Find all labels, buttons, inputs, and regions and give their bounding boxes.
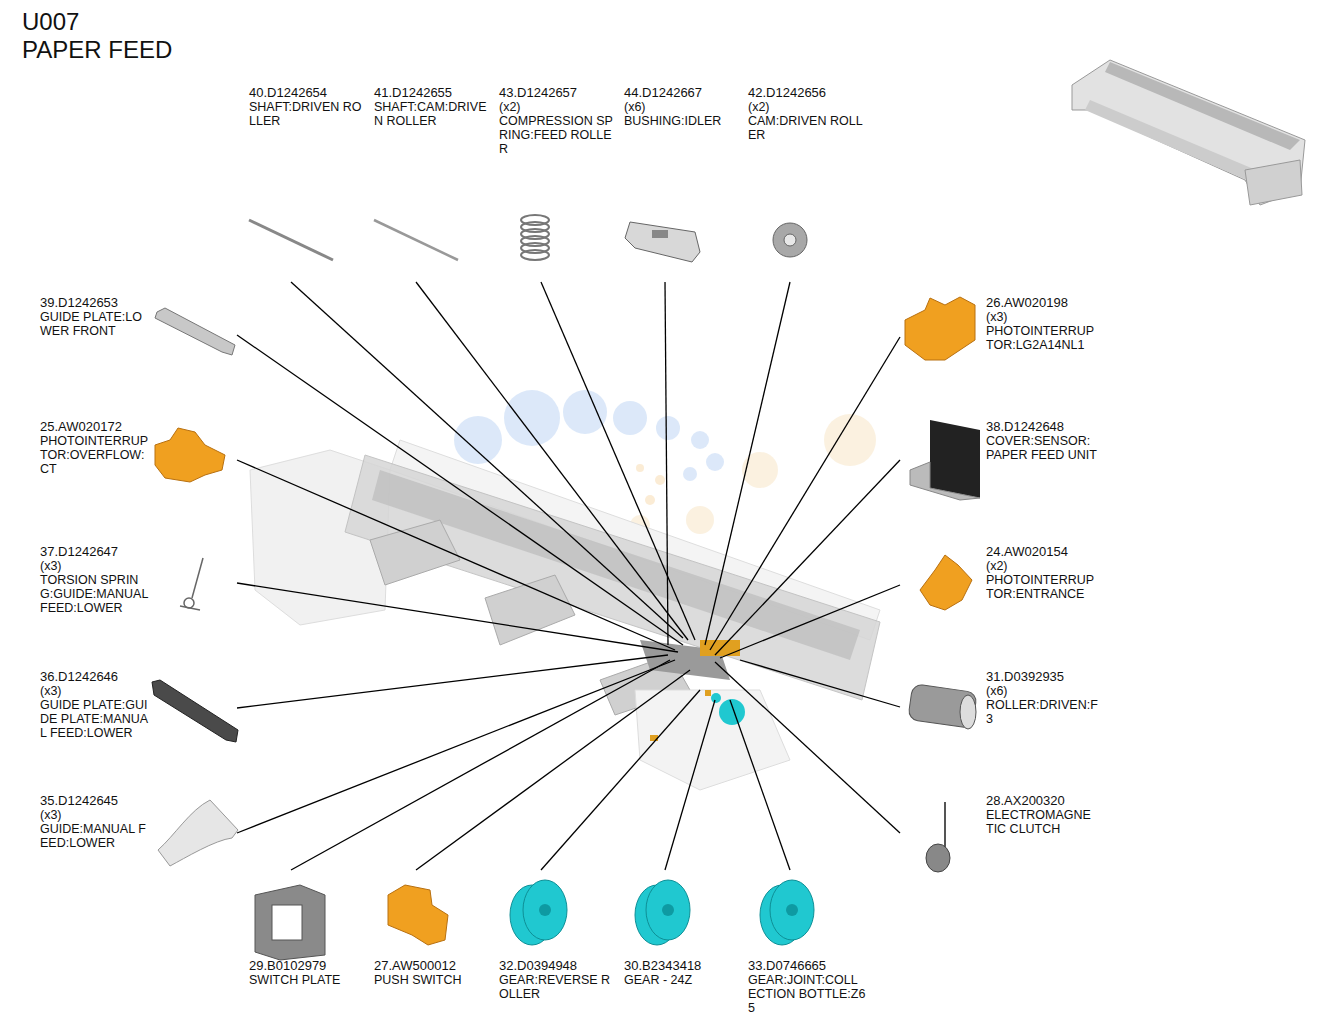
diagram-subtitle: PAPER FEED xyxy=(22,36,222,64)
part-description: (x3) xyxy=(40,559,150,573)
part-callout: 44.D1242667(x6)BUSHING:IDLER xyxy=(624,85,742,128)
part-callout: 42.D1242656(x2)CAM:DRIVEN ROLLER xyxy=(748,85,866,142)
part-number: 26.AW020198 xyxy=(986,295,1098,310)
diagram-title: U007 xyxy=(22,8,79,36)
part-description: GEAR:JOINT:COLLECTION BOTTLE:Z65 xyxy=(748,973,866,1015)
part-number: 37.D1242647 xyxy=(40,544,150,559)
part-description: PHOTOINTERRUPTOR:OVERFLOW:CT xyxy=(40,434,150,476)
part-number: 27.AW500012 xyxy=(374,958,492,973)
part-description: (x2) xyxy=(748,100,866,114)
part-callout: 33.D0746665GEAR:JOINT:COLLECTION BOTTLE:… xyxy=(748,958,866,1015)
part-callout: 36.D1242646(x3)GUIDE PLATE:GUIDE PLATE:M… xyxy=(40,669,150,740)
part-description: COVER:SENSOR:PAPER FEED UNIT xyxy=(986,434,1098,462)
part-number: 36.D1242646 xyxy=(40,669,150,684)
part-callout: 29.B0102979SWITCH PLATE xyxy=(249,958,367,987)
part-number: 42.D1242656 xyxy=(748,85,866,100)
part-callout: 25.AW020172PHOTOINTERRUPTOR:OVERFLOW:CT xyxy=(40,419,150,476)
part-number: 39.D1242653 xyxy=(40,295,150,310)
part-description: ELECTROMAGNETIC CLUTCH xyxy=(986,808,1098,836)
part-callout: 43.D1242657(x2)COMPRESSION SPRING:FEED R… xyxy=(499,85,617,156)
part-callout: 26.AW020198(x3)PHOTOINTERRUPTOR:LG2A14NL… xyxy=(986,295,1098,352)
part-number: 28.AX200320 xyxy=(986,793,1098,808)
part-description: SHAFT:CAM:DRIVEN ROLLER xyxy=(374,100,492,128)
part-description: (x3) xyxy=(40,808,150,822)
part-callout: 38.D1242648COVER:SENSOR:PAPER FEED UNIT xyxy=(986,419,1098,462)
part-callout: 24.AW020154(x2)PHOTOINTERRUPTOR:ENTRANCE xyxy=(986,544,1098,601)
part-description: GUIDE:MANUAL FEED:LOWER xyxy=(40,822,150,850)
part-callout: 28.AX200320ELECTROMAGNETIC CLUTCH xyxy=(986,793,1098,836)
part-description: SWITCH PLATE xyxy=(249,973,367,987)
part-description: PHOTOINTERRUPTOR:LG2A14NL1 xyxy=(986,324,1098,352)
part-number: 35.D1242645 xyxy=(40,793,150,808)
part-number: 38.D1242648 xyxy=(986,419,1098,434)
part-number: 30.B2343418 xyxy=(624,958,742,973)
part-description: SHAFT:DRIVEN ROLLER xyxy=(249,100,367,128)
part-description: PHOTOINTERRUPTOR:ENTRANCE xyxy=(986,573,1098,601)
part-description: (x6) xyxy=(986,684,1098,698)
part-description: BUSHING:IDLER xyxy=(624,114,742,128)
assembly-thumbnail xyxy=(1072,60,1305,205)
part-number: 44.D1242667 xyxy=(624,85,742,100)
part-number: 25.AW020172 xyxy=(40,419,150,434)
part-description: ROLLER:DRIVEN:F3 xyxy=(986,698,1098,726)
part-number: 24.AW020154 xyxy=(986,544,1098,559)
part-number: 43.D1242657 xyxy=(499,85,617,100)
part-description: TORSION SPRING:GUIDE:MANUAL FEED:LOWER xyxy=(40,573,150,615)
part-description: CAM:DRIVEN ROLLER xyxy=(748,114,866,142)
part-callout: 37.D1242647(x3)TORSION SPRING:GUIDE:MANU… xyxy=(40,544,150,615)
part-callout: 31.D0392935(x6)ROLLER:DRIVEN:F3 xyxy=(986,669,1098,726)
part-callout: 30.B2343418GEAR - 24Z xyxy=(624,958,742,987)
part-description: (x2) xyxy=(986,559,1098,573)
part-description: GUIDE PLATE:GUIDE PLATE:MANUAL FEED:LOWE… xyxy=(40,698,150,740)
part-callout: 32.D0394948GEAR:REVERSE ROLLER xyxy=(499,958,617,1001)
part-number: 40.D1242654 xyxy=(249,85,367,100)
part-callout: 35.D1242645(x3)GUIDE:MANUAL FEED:LOWER xyxy=(40,793,150,850)
part-description: COMPRESSION SPRING:FEED ROLLER xyxy=(499,114,617,156)
part-callout: 39.D1242653GUIDE PLATE:LOWER FRONT xyxy=(40,295,150,338)
paper-feed-assembly xyxy=(250,440,880,790)
part-description: (x3) xyxy=(986,310,1098,324)
part-callout: 27.AW500012PUSH SWITCH xyxy=(374,958,492,987)
part-number: 32.D0394948 xyxy=(499,958,617,973)
part-description: (x2) xyxy=(499,100,617,114)
part-description: (x3) xyxy=(40,684,150,698)
part-number: 31.D0392935 xyxy=(986,669,1098,684)
part-description: GEAR:REVERSE ROLLER xyxy=(499,973,617,1001)
part-callout: 40.D1242654SHAFT:DRIVEN ROLLER xyxy=(249,85,367,128)
leader-lines xyxy=(237,282,900,870)
part-description: PUSH SWITCH xyxy=(374,973,492,987)
part-callout: 41.D1242655SHAFT:CAM:DRIVEN ROLLER xyxy=(374,85,492,128)
part-description: (x6) xyxy=(624,100,742,114)
part-number: 41.D1242655 xyxy=(374,85,492,100)
part-number: 29.B0102979 xyxy=(249,958,367,973)
part-number: 33.D0746665 xyxy=(748,958,866,973)
part-icons xyxy=(152,215,980,960)
part-description: GEAR - 24Z xyxy=(624,973,742,987)
part-description: GUIDE PLATE:LOWER FRONT xyxy=(40,310,150,338)
part-callout: PAPER FEED xyxy=(22,36,222,64)
